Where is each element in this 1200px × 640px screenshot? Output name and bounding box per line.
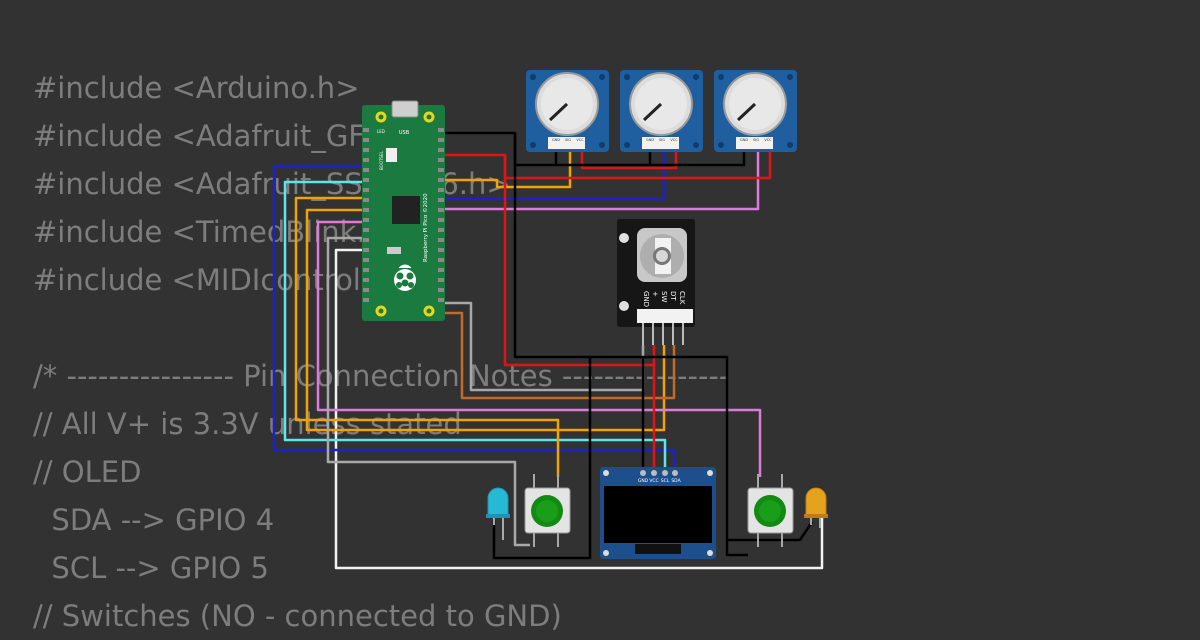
wire-cyan[interactable]: [283, 180, 667, 472]
wire-blue-oled[interactable]: [272, 164, 676, 472]
pico-board[interactable]: USB LED BOOTSEL Raspberry Pi Pico ©2020: [362, 100, 445, 321]
wire-orange-button[interactable]: [294, 196, 560, 477]
knob-indicator-icon: [736, 102, 757, 122]
pin-label-vcc: VCC: [576, 138, 584, 142]
oled-pin-scl: SCL: [661, 478, 670, 484]
bootsel-label: BOOTSEL: [379, 151, 384, 170]
led-label: LED: [377, 129, 385, 134]
wire-orange-encoder[interactable]: [305, 208, 666, 432]
wire-red-pots[interactable]: [503, 148, 772, 180]
wire-black-pot3[interactable]: [650, 148, 746, 167]
wire-brown[interactable]: [441, 311, 676, 400]
code-line: // OLED: [33, 455, 142, 489]
encoder-pin-dt: DT: [669, 291, 677, 301]
wire-black-led[interactable]: [492, 357, 592, 560]
pin-label-sig: SIG: [565, 138, 571, 142]
usb-label: USB: [399, 130, 410, 136]
wire-red-oled[interactable]: [441, 153, 656, 472]
bootsel-button[interactable]: [386, 148, 397, 162]
oled-pin-sda: SDA: [671, 478, 681, 484]
wire-black-led2[interactable]: [727, 521, 814, 542]
oled-pin-gnd: GND: [638, 478, 649, 484]
led-blue-icon: [486, 487, 510, 540]
wires: [272, 131, 824, 570]
pico-pins-right: [438, 128, 444, 302]
raspberry-logo-icon: [394, 264, 416, 291]
wire-white[interactable]: [334, 248, 824, 570]
wire-gray-button[interactable]: [326, 236, 530, 547]
encoder-pin-gnd: GND: [642, 291, 650, 307]
potentiometer-1[interactable]: GND SIG VCC: [526, 70, 609, 152]
pin-label-gnd: GND: [552, 138, 560, 142]
pin-label-gnd: GND: [740, 138, 748, 142]
oled-display[interactable]: GND VCC SCL SDA: [600, 467, 716, 559]
pico-board-text: Raspberry Pi Pico ©2020: [422, 193, 429, 262]
wire-black-gnd[interactable]: [441, 131, 748, 557]
wire-pink-pot[interactable]: [441, 148, 760, 211]
rp2040-chip: [392, 196, 420, 224]
wire-red-pot-link[interactable]: [580, 148, 678, 170]
pushbutton-2[interactable]: [747, 474, 794, 547]
led-amber-icon: [804, 487, 828, 528]
knob-indicator-icon: [642, 102, 663, 122]
wire-gray-encoder[interactable]: [441, 301, 645, 392]
usb-port: [391, 100, 419, 118]
wire-pink-button[interactable]: [316, 220, 762, 477]
oled-pin-vcc: VCC: [649, 478, 658, 484]
code-line: #include <Adafruit_SSD1306.h>: [33, 167, 511, 201]
encoder-pin-sw: SW: [660, 291, 668, 302]
pushbutton-1[interactable]: [524, 474, 571, 547]
encoder-pins: [642, 323, 684, 345]
potentiometer-2[interactable]: GND SIG VCC: [620, 70, 703, 152]
debug-port: [387, 247, 401, 254]
pin-label-vcc: VCC: [670, 138, 678, 142]
rotary-encoder[interactable]: CLK DT SW + GND: [617, 219, 695, 345]
encoder-pin-clk: CLK: [678, 291, 686, 305]
code-line: #include <Arduino.h>: [33, 71, 360, 105]
wire-black-pot1[interactable]: [513, 133, 558, 167]
pin-label-sig: SIG: [659, 138, 665, 142]
pin-label-sig: SIG: [753, 138, 759, 142]
code-line: // Switches (NO - connected to GND): [33, 599, 562, 633]
wire-orange-pot[interactable]: [441, 148, 572, 189]
encoder-pin-plus: +: [651, 291, 659, 297]
code-line: SDA --> GPIO 4: [33, 503, 275, 537]
pin-label-vcc: VCC: [764, 138, 772, 142]
oled-pins: [640, 470, 678, 476]
knob-indicator-icon: [548, 102, 569, 122]
potentiometer-3[interactable]: GND SIG VCC: [714, 70, 797, 152]
code-line: SCL --> GPIO 5: [33, 551, 269, 585]
pin-label-gnd: GND: [646, 138, 654, 142]
pico-pins-left: [363, 128, 369, 302]
oled-screen: [604, 486, 712, 543]
code-line: // All V+ is 3.3V unless stated: [33, 407, 462, 441]
